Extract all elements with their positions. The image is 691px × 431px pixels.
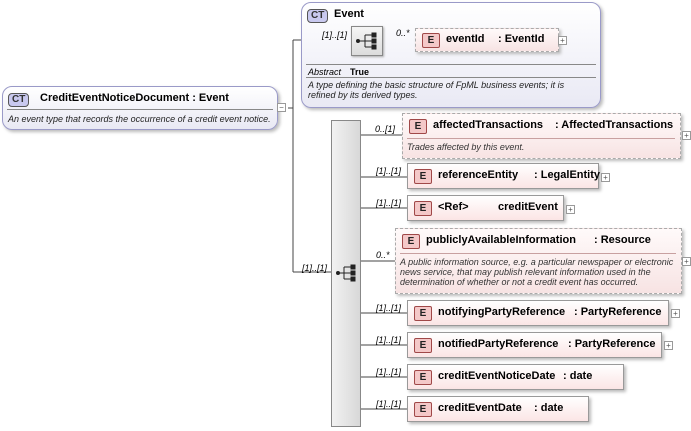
element-type: : Resource [594,234,651,246]
expand-plus-icon[interactable]: + [682,257,691,266]
complex-type-badge: CT [307,9,329,23]
abstract-value: True [350,67,370,77]
eventid-cardinality: 0..* [396,28,410,38]
element-name: publiclyAvailableInformation [426,234,576,246]
element-cardinality: [1]..[1] [376,166,402,176]
element-cardinality: 0..[1] [375,124,396,134]
element-badge: E [414,370,432,385]
divider [407,138,675,139]
element-notified-party-reference[interactable]: E notifiedPartyReference : PartyReferenc… [407,332,662,358]
sequence-cardinality: [1]..[1] [302,263,328,273]
element-credit-event-notice-date[interactable]: E creditEventNoticeDate : date [407,364,624,390]
complex-type-badge: CT [8,93,30,107]
element-cardinality: [1]..[1] [376,335,402,345]
element-badge: E [414,402,432,417]
root-complex-type[interactable]: CT CreditEventNoticeDocument : Event An … [2,86,278,130]
element-name: creditEventNoticeDate [438,370,556,382]
element-name: creditEventDate [438,402,522,414]
element-name: <Ref> [438,201,469,213]
element-badge: E [414,169,432,184]
element-badge: E [402,234,420,249]
element-cardinality: 0..* [376,250,390,260]
element-badge: E [409,119,427,134]
element-badge: E [414,338,432,353]
element-eventid[interactable]: E eventId : EventId [415,28,559,52]
base-sequence-cardinality: [1]..[1] [322,30,348,40]
sequence-icon [336,264,356,282]
sequence-icon[interactable] [351,26,383,56]
element-description: A public information source, e.g. a part… [400,257,674,287]
expand-plus-icon[interactable]: + [682,131,691,140]
element-type: : LegalEntity [534,169,601,181]
sequence-glyph [356,32,377,50]
abstract-label: Abstract [308,67,342,77]
element-badge: E [414,306,432,321]
element-type: : EventId [498,33,545,45]
element-type: : PartyReference [574,306,662,318]
element-cardinality: [1]..[1] [376,303,402,313]
divider [306,77,596,78]
expand-plus-icon[interactable]: + [664,341,673,350]
element-name: notifiedPartyReference [438,338,559,350]
base-type-title: Event [334,8,364,20]
element-publicly-available-information[interactable]: E publiclyAvailableInformation : Resourc… [395,228,682,294]
base-type-description: A type defining the basic structure of F… [308,80,565,100]
element-cardinality: [1]..[1] [376,399,402,409]
element-credit-event[interactable]: E <Ref> creditEvent [407,195,564,221]
element-name: eventId [446,33,485,45]
element-cardinality: [1]..[1] [376,367,402,377]
sequence-bar[interactable] [331,120,361,427]
element-reference-entity[interactable]: E referenceEntity : LegalEntity [407,163,601,189]
element-type: : date [534,402,564,414]
element-cardinality: [1]..[1] [376,198,402,208]
element-type: : AffectedTransactions [555,119,674,131]
element-credit-event-date[interactable]: E creditEventDate : date [407,396,589,422]
root-type-description: An event type that records the occurrenc… [8,114,271,124]
element-badge: E [414,201,432,216]
element-badge: E [422,33,440,48]
root-type-title: CreditEventNoticeDocument : Event [40,92,229,104]
element-type: : PartyReference [568,338,656,350]
element-notifying-party-reference[interactable]: E notifyingPartyReference : PartyReferen… [407,300,669,326]
expand-plus-icon[interactable]: + [601,173,610,182]
expand-plus-icon[interactable]: + [566,205,575,214]
element-type: : date [563,370,593,382]
collapse-minus-icon[interactable]: − [277,103,286,112]
element-type: creditEvent [498,201,558,213]
element-affected-transactions[interactable]: E affectedTransactions : AffectedTransac… [402,113,681,159]
expand-plus-icon[interactable]: + [558,36,567,45]
element-name: notifyingPartyReference [438,306,566,318]
expand-plus-icon[interactable]: + [671,309,680,318]
divider [7,109,273,110]
divider [306,64,596,65]
element-description: Trades affected by this event. [407,142,525,152]
base-complex-type[interactable]: CT Event [1]..[1] Abstract True A type d… [301,2,601,108]
divider [400,253,676,254]
element-name: affectedTransactions [433,119,544,131]
element-name: referenceEntity [438,169,519,181]
